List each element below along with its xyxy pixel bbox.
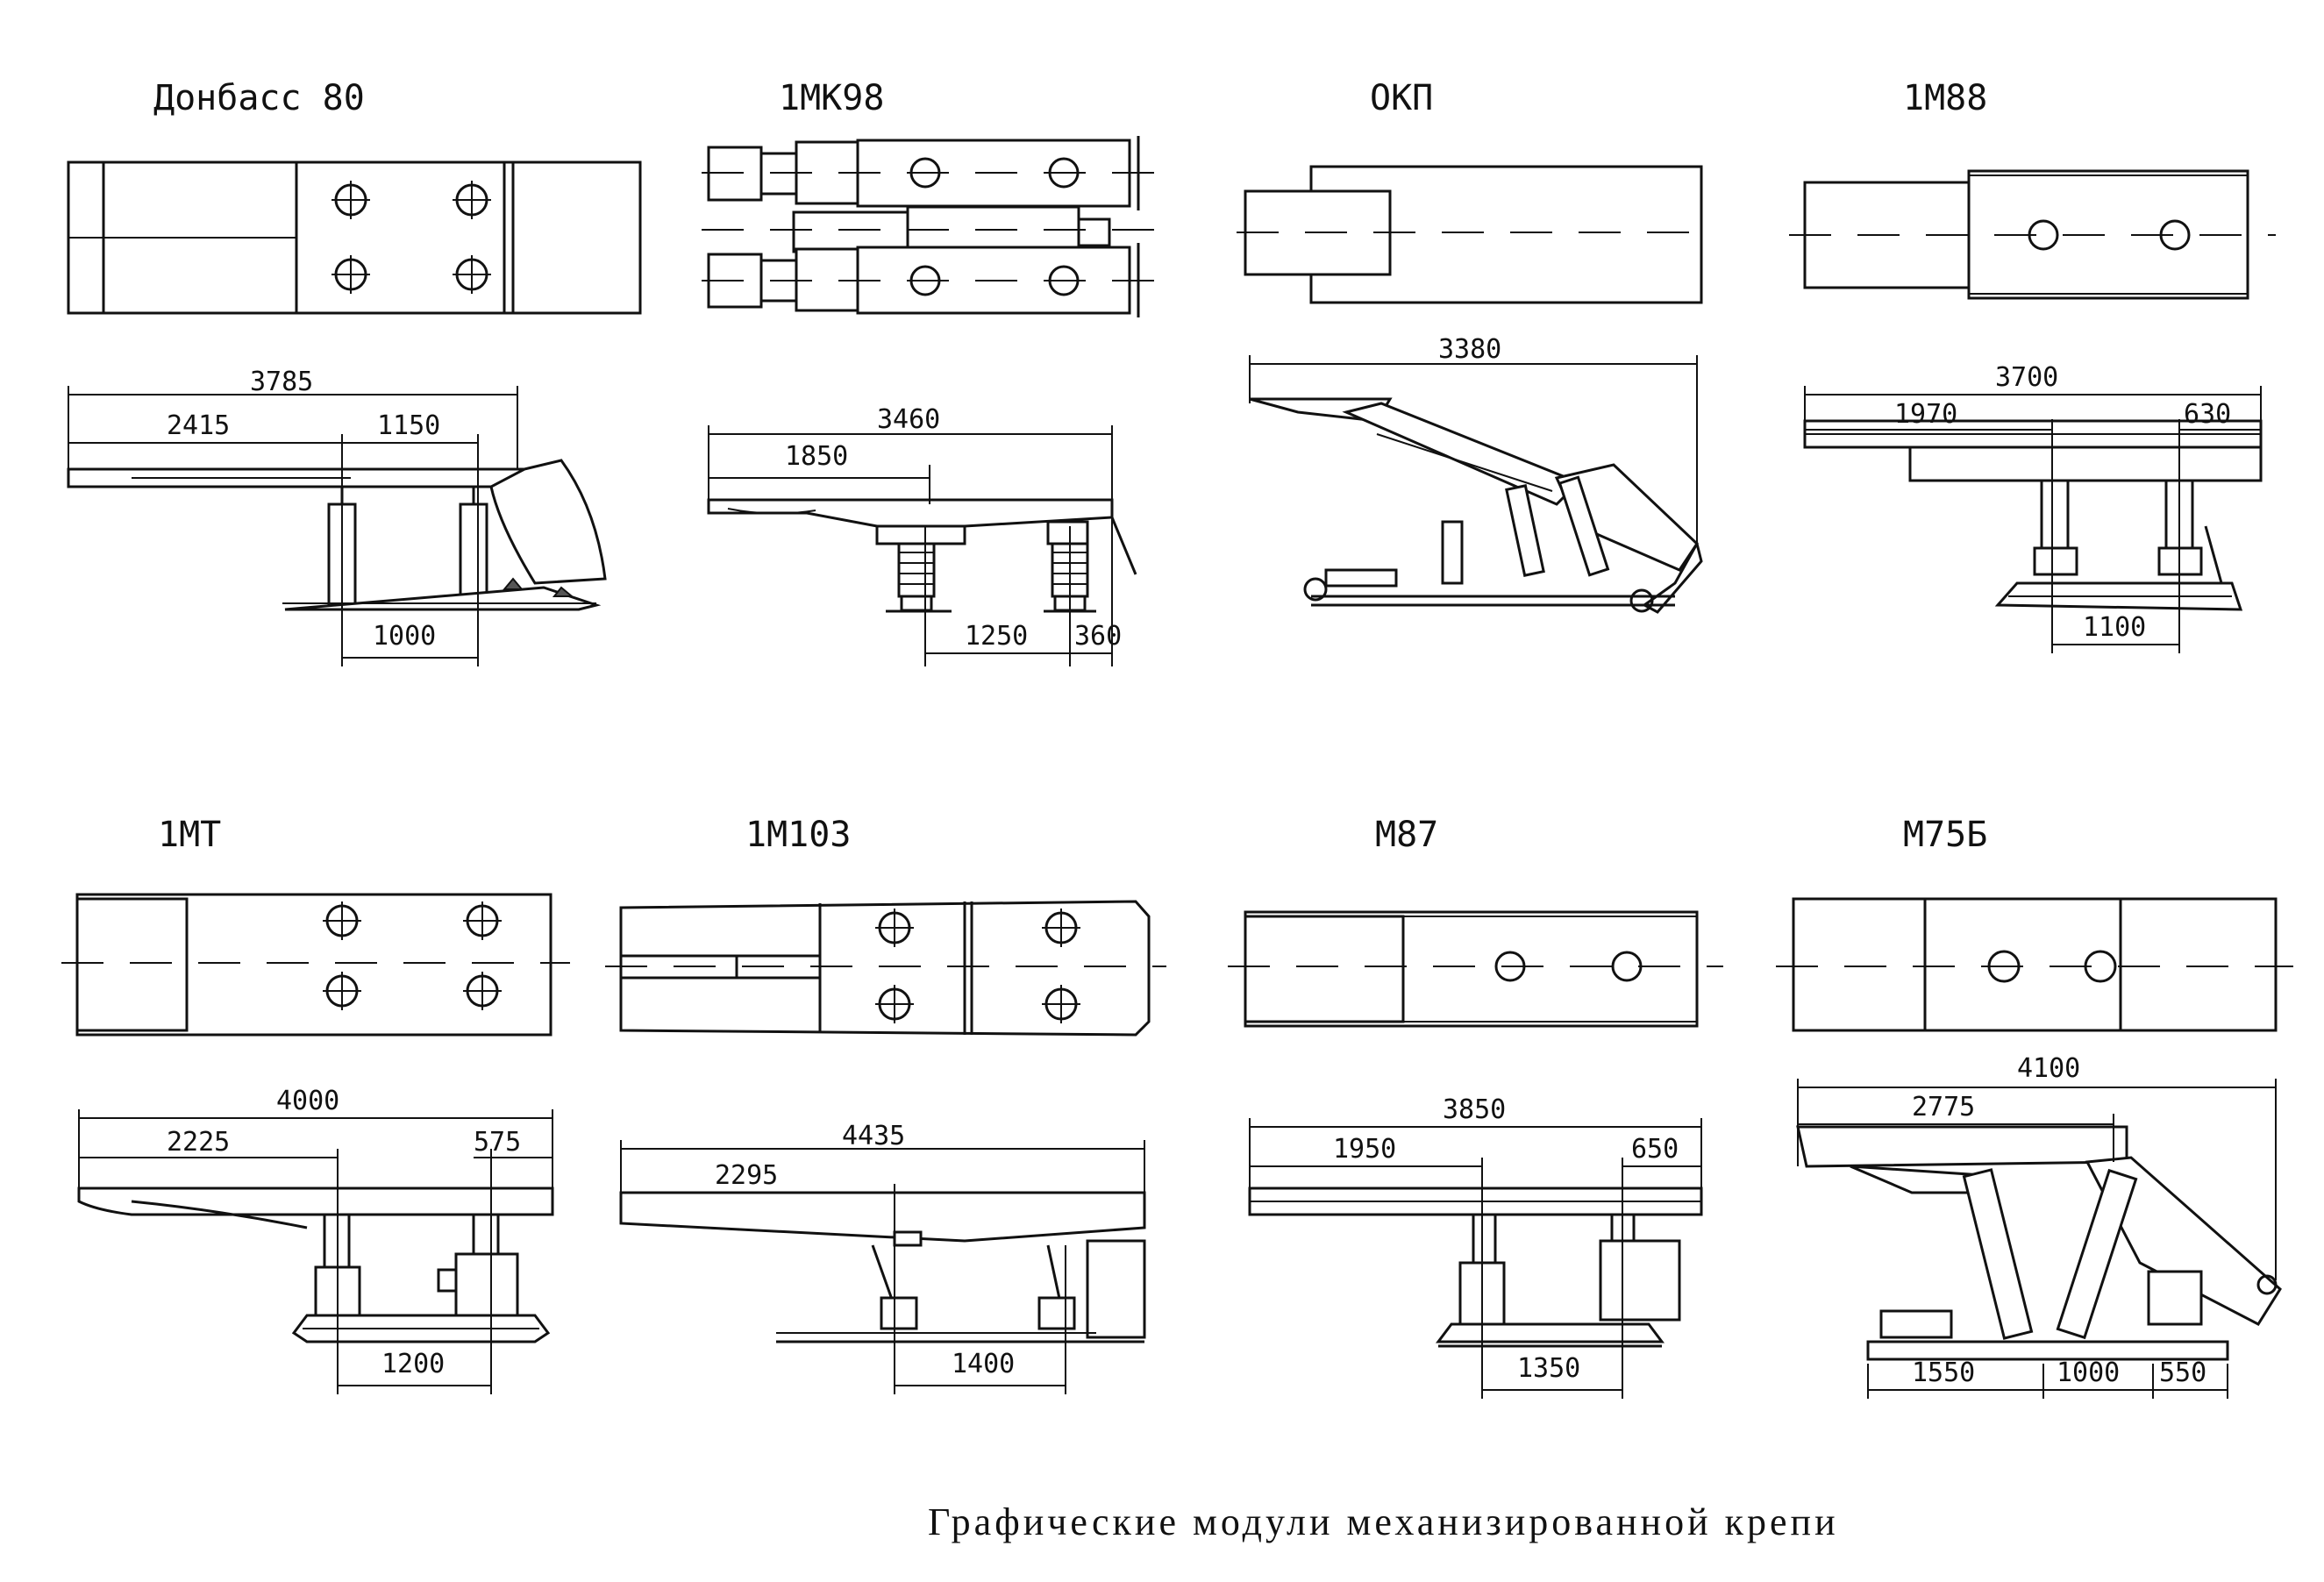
module-1mt: 1МТ (61, 815, 570, 1394)
module-1m88: 1М88 (1789, 78, 2276, 653)
svg-text:630: 630 (2184, 399, 2231, 430)
svg-text:1250: 1250 (965, 621, 1028, 652)
svg-text:1850: 1850 (785, 441, 848, 472)
svg-text:575: 575 (474, 1127, 521, 1158)
side-view (707, 498, 1137, 613)
plan-view (1789, 169, 2276, 300)
svg-text:2775: 2775 (1912, 1092, 1975, 1122)
plan-view (61, 893, 570, 1037)
svg-text:3460: 3460 (877, 404, 940, 435)
side-view (67, 459, 607, 611)
module-title: М87 (1375, 815, 1438, 855)
module-title: Донбасс 80 (153, 78, 365, 118)
side-view (1249, 397, 1703, 614)
module-title: М75Б (1903, 815, 1987, 855)
plan-view (702, 136, 1158, 317)
module-title: 1М103 (745, 815, 851, 855)
dimensions: 3850 1950 650 1350 (1249, 1094, 1702, 1399)
dimensions: 3785 2415 1150 1000 (68, 367, 518, 666)
side-view (1796, 1125, 2282, 1361)
bolt-hole-icon (875, 909, 1080, 1023)
plan-view (67, 160, 642, 315)
dimensions: 4000 2225 575 1200 (78, 1086, 553, 1394)
svg-text:650: 650 (1631, 1134, 1679, 1165)
svg-text:2295: 2295 (715, 1160, 778, 1191)
side-view (619, 1191, 1146, 1343)
svg-text:3700: 3700 (1995, 362, 2058, 393)
svg-text:1550: 1550 (1912, 1358, 1975, 1388)
dimensions: 3700 1970 630 1100 (1804, 362, 2262, 653)
dimensions: 4435 2295 1400 (620, 1121, 1145, 1394)
svg-text:1970: 1970 (1894, 399, 1957, 430)
dimensions: 3380 (1249, 334, 1698, 544)
svg-text:2225: 2225 (167, 1127, 230, 1158)
bolt-hole-icon (331, 181, 491, 294)
module-title: ОКП (1370, 78, 1433, 118)
module-1mk98: 1МК98 (702, 78, 1158, 666)
svg-text:1000: 1000 (373, 621, 436, 652)
svg-text:1100: 1100 (2083, 612, 2146, 643)
svg-text:4000: 4000 (276, 1086, 339, 1116)
svg-text:3380: 3380 (1438, 334, 1501, 365)
side-view (1248, 1186, 1703, 1348)
side-view (1803, 419, 2263, 611)
svg-text:3785: 3785 (250, 367, 313, 397)
svg-text:1400: 1400 (952, 1349, 1015, 1379)
module-okp: ОКП 3380 (1237, 78, 1710, 614)
module-title: 1МТ (158, 815, 221, 855)
module-donbass80: Донбасс 80 (67, 78, 642, 666)
plan-view (1228, 910, 1723, 1028)
svg-text:3850: 3850 (1443, 1094, 1506, 1125)
side-view (77, 1186, 554, 1343)
plan-view (1237, 165, 1710, 304)
dimensions: 3460 1850 1250 360 (708, 404, 1122, 666)
figure-caption: Графические модули механизированной креп… (928, 1500, 1839, 1543)
svg-text:360: 360 (1074, 621, 1122, 652)
bolt-hole-icon (323, 901, 502, 1010)
svg-text:550: 550 (2159, 1358, 2206, 1388)
plan-view (605, 900, 1166, 1037)
svg-text:2415: 2415 (167, 410, 230, 441)
plan-view (1776, 897, 2293, 1032)
svg-text:4100: 4100 (2017, 1053, 2080, 1084)
svg-text:1350: 1350 (1517, 1353, 1580, 1384)
module-m87: М87 3850 (1228, 815, 1723, 1399)
svg-text:1200: 1200 (381, 1349, 445, 1379)
module-1m103: 1М103 (605, 815, 1166, 1394)
svg-text:1000: 1000 (2057, 1358, 2120, 1388)
svg-text:1150: 1150 (377, 410, 440, 441)
module-m75b: М75Б (1776, 815, 2293, 1399)
dimensions: 4100 2775 1550 1000 550 (1797, 1053, 2277, 1399)
module-title: 1М88 (1903, 78, 1987, 118)
svg-text:4435: 4435 (842, 1121, 905, 1151)
svg-text:1950: 1950 (1333, 1134, 1396, 1165)
module-title: 1МК98 (779, 78, 884, 118)
